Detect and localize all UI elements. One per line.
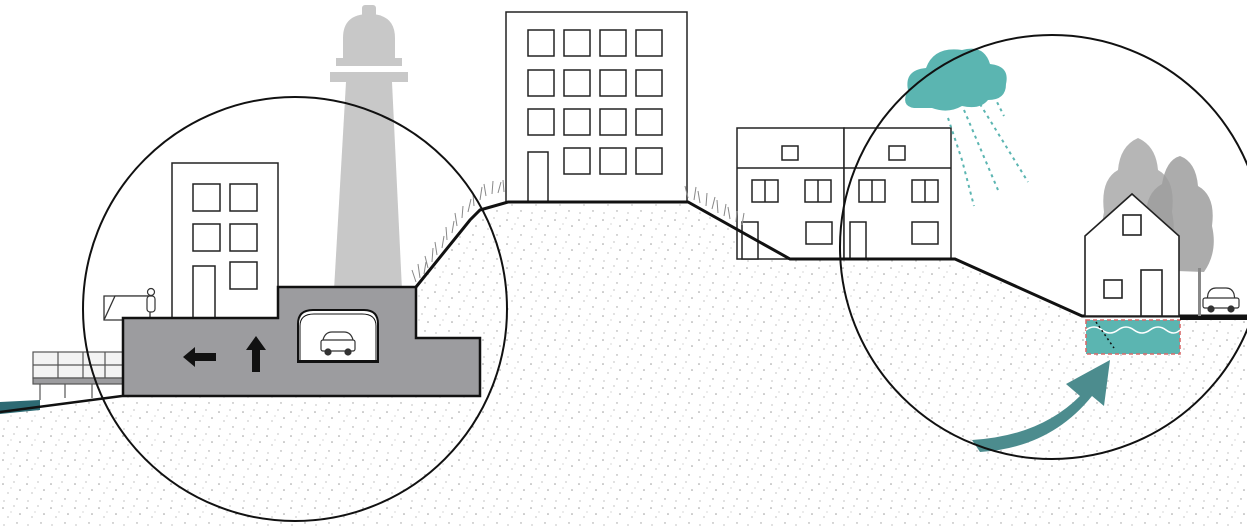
car-icon [321,332,355,355]
pier [33,352,123,400]
cyclist-figure [147,289,155,313]
flooded-basement [1086,320,1180,354]
tall-building [506,12,687,202]
rain-lines [948,96,1028,206]
small-house-left [104,296,150,320]
row-houses [737,128,951,259]
car-icon-right [1203,288,1239,312]
lighthouse [330,5,408,290]
apartment-left [172,163,278,318]
